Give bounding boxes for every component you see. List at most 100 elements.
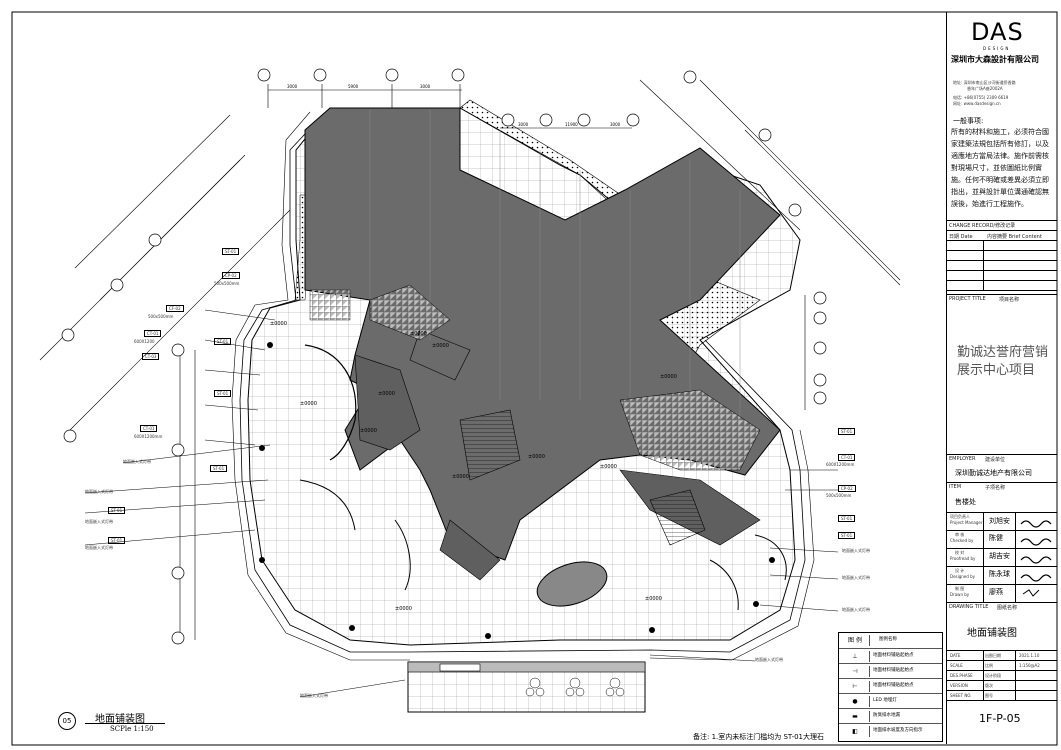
tag-cf02: CF-02 <box>166 305 184 312</box>
role-check-en: Checked by <box>950 538 974 543</box>
svg-text:±0000: ±0000 <box>395 606 412 612</box>
svg-text:±0000: ±0000 <box>410 331 427 337</box>
callout-led-strip-3: 地面嵌入式灯带 <box>85 519 113 524</box>
role-proof-en: Proofread by <box>950 556 976 561</box>
item-name: 售楼处 <box>955 498 976 506</box>
role-proof-cn: 校 对 <box>955 550 965 555</box>
central-ellipse-feature <box>536 561 608 607</box>
change-record-label: CHANGE RECORD/修改记录 <box>949 223 1016 229</box>
tag-st01-d: ST-01 <box>210 465 228 472</box>
tag-size-600-r: 600X1200mm <box>826 462 855 467</box>
callout-led-strip-7: 地面嵌入式灯带 <box>842 548 870 553</box>
legend-item-4: LED 地埋灯 <box>873 698 897 703</box>
callout-led-strip-1: 地面嵌入式灯带 <box>123 459 151 464</box>
role-design-name: 陈永球 <box>989 570 1010 578</box>
scale-value: 1:150@A2 <box>1019 663 1040 668</box>
tag-st01-r2: ST-01 <box>838 515 856 522</box>
tag-st01: ST-01 <box>222 248 240 255</box>
scale-label: SCALE <box>950 663 963 668</box>
grid-bubbles <box>61 68 827 645</box>
project-name-line1: 勤诚达誉府营销 <box>957 345 1049 360</box>
company-address-1: 地址: 深圳市南山区沙河街道侨香路 <box>953 80 1016 85</box>
floor-drain-icon: ▬ <box>841 711 870 722</box>
version-label: VERSION <box>950 683 968 688</box>
tag-size-500: 500x500mm <box>214 281 240 286</box>
callout-led-strip-5: 地面嵌入式灯带 <box>300 693 328 698</box>
item-cn-label: 子项名称 <box>985 485 1006 491</box>
project-name-line2: 展示中心项目 <box>957 363 1036 378</box>
callout-led-strip-4: 地面嵌入式灯带 <box>85 545 113 550</box>
role-design-cn: 设 计 <box>955 568 965 573</box>
tag-st01-r3: ST-01 <box>838 532 856 539</box>
legend-table: 图 例 图例名称 ⊥地面材料铺贴起始点 ⊣地面材料铺贴起始点 ⊢地面材料铺贴起始… <box>838 632 943 742</box>
role-design-en: Designed by <box>950 574 975 579</box>
view-number-bubble: 05 <box>58 712 76 730</box>
start-point-icon: ⊣ <box>841 666 870 677</box>
signatures <box>1020 520 1052 597</box>
date-label: DATE <box>950 653 961 658</box>
start-point-icon: ⊥ <box>841 651 870 662</box>
view-title: 地面铺装图 <box>95 714 145 725</box>
company-logo: DAS <box>971 18 1024 46</box>
svg-text:±0000: ±0000 <box>378 391 395 397</box>
change-content-header: 内容摘要 Brief Content <box>987 234 1042 240</box>
project-title-cn-label: 项目名称 <box>999 297 1020 303</box>
drawing-footnote: 备注: 1.室内未标注门槛均为 ST-01大理石 <box>693 733 824 741</box>
legend-col-symbol: 图 例 <box>841 635 870 646</box>
entrance-canopy <box>407 661 646 713</box>
svg-text:3000: 3000 <box>420 84 431 89</box>
role-check-cn: 审 核 <box>955 532 965 537</box>
tag-ct01: CT-01 <box>144 330 162 337</box>
svg-text:±0000: ±0000 <box>600 464 617 470</box>
title-block: DAS DESIGN 深圳市大森設計有限公司 地址: 深圳市南山区沙河街道侨香路… <box>946 12 1057 744</box>
structural-grid-lines <box>369 110 741 430</box>
legend-item-2: 地面材料铺贴起始点 <box>873 668 914 673</box>
slope-direction-icon: ◧ <box>841 726 870 737</box>
legend-item-3: 地面材料铺贴起始点 <box>873 683 914 688</box>
tag-st01-b: ST-01 <box>214 338 232 345</box>
role-proof-name: 胡吉安 <box>989 552 1010 560</box>
tag-size-600-b: 600X1200mm <box>134 434 163 439</box>
phase-label: DES.PHASE <box>950 673 973 678</box>
callout-led-strip-6: 地面嵌入式灯带 <box>755 657 783 662</box>
tag-size-600: 600X1200 <box>134 339 155 344</box>
callout-led-strip-9: 地面嵌入式灯带 <box>842 607 870 612</box>
company-logo-sub: DESIGN <box>983 46 1011 51</box>
svg-text:±0000: ±0000 <box>270 321 287 327</box>
scale-cn: 比例 <box>985 663 993 668</box>
svg-text:±0000: ±0000 <box>645 596 662 602</box>
phase-cn: 设计阶段 <box>985 673 1001 678</box>
drawing-title-cn-label: 图纸名称 <box>997 605 1018 611</box>
role-check-name: 陈健 <box>989 534 1003 542</box>
sheet-label: SHEET NO. <box>950 693 972 698</box>
notes-body: 所有的材料和施工，必须符合國家建築法規包括所有修訂，以及適應地方當局法律。施作前… <box>951 128 1049 208</box>
svg-text:±0000: ±0000 <box>432 343 449 349</box>
svg-text:±0000: ±0000 <box>660 374 677 380</box>
sheet-number: 1F-P-05 <box>979 712 1021 725</box>
employer-cn-label: 建设单位 <box>985 457 1006 463</box>
role-pm-cn: 项目负责人 <box>950 514 970 519</box>
change-date-header: 日期 Date <box>949 234 973 240</box>
company-tel: 电话: +86(0755) 2309 6619 <box>953 95 1009 100</box>
tag-ct01-r: CT-01 <box>838 454 856 461</box>
tag-size-500-r: 500x500mm <box>826 493 852 498</box>
tag-size-500-b: 500x500mm <box>148 314 174 319</box>
tag-ct03: CT-03 <box>142 353 160 360</box>
view-scale: SCPle 1:150 <box>110 725 154 733</box>
sheet-cn: 图号 <box>985 693 993 698</box>
tag-st01-r1: ST-01 <box>838 428 856 435</box>
legend-col-name: 图例名称 <box>879 637 897 642</box>
version-cn: 版次 <box>985 683 993 688</box>
company-web: 网址: www.dasdesign.cn <box>953 101 1001 106</box>
tag-cp02-r: CP-02 <box>838 485 856 492</box>
drawing-title: 地面铺装图 <box>967 628 1017 639</box>
svg-text:5900: 5900 <box>348 84 359 89</box>
led-light-icon: ● <box>841 696 870 707</box>
start-point-icon: ⊢ <box>841 681 870 692</box>
legend-item-1: 地面材料铺贴起始点 <box>873 653 914 658</box>
svg-text:3000: 3000 <box>287 84 298 89</box>
svg-text:3000: 3000 <box>518 122 529 127</box>
svg-text:3000: 3000 <box>610 122 621 127</box>
legend-item-5: 防臭排水地漏 <box>873 713 900 718</box>
